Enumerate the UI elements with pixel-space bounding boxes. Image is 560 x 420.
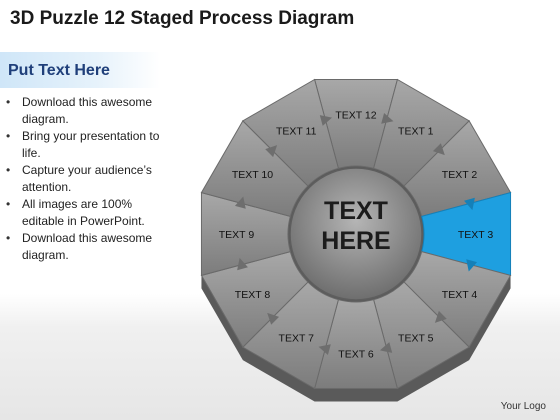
center-hub: [289, 167, 423, 301]
subtitle: Put Text Here: [8, 62, 110, 79]
bullet-item: Download this awesome diagram.: [6, 94, 176, 127]
segment-5: [403, 250, 512, 348]
segment-11: [200, 120, 309, 218]
segment-label-12: TEXT 11: [276, 125, 317, 137]
segment-4: [421, 191, 512, 277]
segment-group: [200, 78, 512, 390]
segment-label-10: TEXT 9: [219, 229, 255, 241]
segment-12: [242, 78, 340, 187]
arrow-5: [434, 310, 447, 323]
logo-text: Your Logo: [500, 401, 546, 412]
center-label-line1: TEXT: [324, 197, 388, 225]
segment-1: [313, 78, 399, 169]
segment-label-7: TEXT 6: [338, 349, 374, 361]
arrow-9: [237, 257, 248, 271]
segment-label-8: TEXT 7: [279, 333, 315, 345]
bullet-item: Download this awesome diagram.: [6, 230, 176, 263]
segment-7: [313, 299, 399, 390]
arrow-4: [466, 259, 478, 272]
arrow-group: [234, 112, 478, 356]
arrow-6: [379, 342, 393, 353]
segment-2: [372, 78, 470, 187]
arrow-7: [318, 344, 331, 356]
arrow-10: [234, 196, 246, 209]
arrow-1: [381, 112, 394, 124]
bullet-list: Download this awesome diagram. Bring you…: [6, 94, 176, 264]
segment-label-3: TEXT 2: [442, 169, 478, 181]
center-label-line2: HERE: [321, 227, 390, 255]
segment-label-11: TEXT 10: [232, 169, 273, 181]
segment-9: [200, 250, 309, 348]
segment-label-2: TEXT 1: [398, 125, 434, 137]
bullet-item: Bring your presentation to life.: [6, 128, 176, 161]
bullet-item: All images are 100% editable in PowerPoi…: [6, 196, 176, 229]
segment-10: [200, 191, 291, 277]
bullet-item: Capture your audience’s attention.: [6, 162, 176, 195]
page-title: 3D Puzzle 12 Staged Process Diagram: [10, 8, 355, 29]
segment-label-5: TEXT 4: [442, 289, 478, 301]
segment-6: [372, 281, 470, 390]
subtitle-bar: [0, 52, 160, 88]
label-group: TEXT 12 TEXT 1 TEXT 2 TEXT 3 TEXT 4 TEXT 5 TEX…: [219, 109, 494, 360]
segment-label-1: TEXT 12: [335, 109, 376, 121]
segment-8: [242, 281, 340, 390]
arrow-12: [319, 115, 333, 126]
segment-label-9: TEXT 8: [235, 289, 271, 301]
segment-label-6: TEXT 5: [398, 333, 434, 345]
segment-label-4: TEXT 3: [458, 229, 494, 241]
arrow-3: [464, 197, 475, 211]
segment-3: [403, 120, 512, 218]
arrow-8: [267, 312, 280, 325]
arrow-11: [265, 145, 278, 158]
arrow-2: [432, 143, 445, 156]
